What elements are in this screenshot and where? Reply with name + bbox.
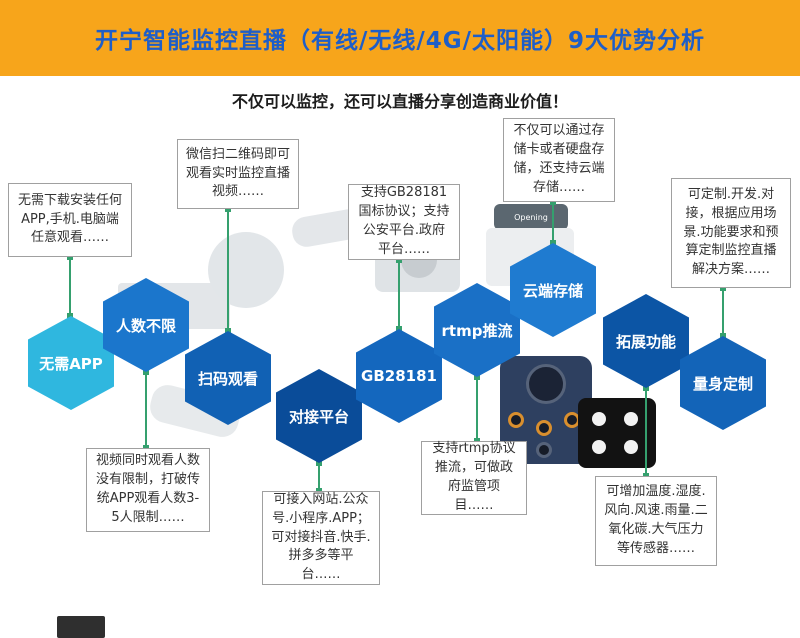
hexagon-label: 无需APP xyxy=(39,354,103,373)
hexagon-label: 人数不限 xyxy=(115,316,176,335)
header-banner: 开宁智能监控直播（有线/无线/4G/太阳能）9大优势分析 xyxy=(0,0,800,76)
connector-gb28181 xyxy=(398,260,400,329)
callout-text: 可接入网站.公众号.小程序.APP；可对接抖音.快手.拼多多等平台…… xyxy=(271,491,371,583)
callout-text: 微信扫二维码即可观看实时监控直播视频…… xyxy=(186,146,291,200)
background-camera-head: Opening xyxy=(494,204,568,230)
callout-gb28181: 支持GB28181国标协议；支持公安平台.政府平台…… xyxy=(348,184,460,260)
hexagon-label: 对接平台 xyxy=(288,407,349,426)
callout-text: 支持rtmp协议推流，可做政府监管项目…… xyxy=(432,441,516,513)
connector-scan-watch xyxy=(227,209,229,331)
connector-cloud-storage xyxy=(552,202,554,243)
page-title: 开宁智能监控直播（有线/无线/4G/太阳能）9大优势分析 xyxy=(94,28,706,54)
callout-text: 可定制.开发.对接，根据应用场景.功能要求和预算定制监控直播解决方案…… xyxy=(683,186,779,278)
hexagon-tailor-made: 量身定制 xyxy=(680,336,766,430)
callout-rtmp-push: 支持rtmp协议推流，可做政府监管项目…… xyxy=(421,441,527,515)
callout-unlimited-viewers: 视频同时观看人数没有限制，打破传统APP观看人数3-5人限制…… xyxy=(86,448,210,532)
connector-viewers xyxy=(145,372,147,448)
background-cube-camera xyxy=(578,398,656,468)
hexagon-label: 拓展功能 xyxy=(615,332,676,351)
hexagon-gb28181: GB28181 xyxy=(356,329,442,423)
callout-text: 无需下载安装任何APP,手机.电脑端任意观看…… xyxy=(17,192,122,246)
callout-text: 视频同时观看人数没有限制，打破传统APP观看人数3-5人限制…… xyxy=(95,453,200,525)
page-subtitle: 不仅可以监控，还可以直播分享创造商业价值！ xyxy=(231,92,568,111)
background-multilens-camera xyxy=(500,356,592,464)
hexagon-label: rtmp推流 xyxy=(441,321,513,340)
hexagon-platform-connect: 对接平台 xyxy=(276,369,362,463)
callout-cloud-storage: 不仅可以通过存储卡或者硬盘存储，还支持云端存储…… xyxy=(503,118,615,202)
hexagon-label: 量身定制 xyxy=(692,374,753,393)
background-dome-camera xyxy=(208,232,284,308)
connector-expand xyxy=(645,388,647,476)
callout-scan-watch: 微信扫二维码即可观看实时监控直播视频…… xyxy=(177,139,299,209)
bottom-left-logo xyxy=(57,616,105,638)
callout-platform-connect: 可接入网站.公众号.小程序.APP；可对接抖音.快手.拼多多等平台…… xyxy=(262,491,380,585)
callout-tailor-made: 可定制.开发.对接，根据应用场景.功能要求和预算定制监控直播解决方案…… xyxy=(671,178,791,288)
callout-text: 支持GB28181国标协议；支持公安平台.政府平台…… xyxy=(358,185,450,257)
hexagon-expand-function: 拓展功能 xyxy=(603,294,689,388)
connector-rtmp xyxy=(476,377,478,441)
callout-text: 不仅可以通过存储卡或者硬盘存储，还支持云端存储…… xyxy=(513,123,605,195)
hexagon-label: GB28181 xyxy=(361,367,437,385)
callout-expand-function: 可增加温度.湿度.风向.风速.雨量.二氧化碳.大气压力等传感器…… xyxy=(595,476,717,566)
brand-watermark: Opening xyxy=(514,212,548,222)
callout-text: 可增加温度.湿度.风向.风速.雨量.二氧化碳.大气压力等传感器…… xyxy=(604,484,708,556)
connector-platform xyxy=(318,463,320,491)
hexagon-label: 扫码观看 xyxy=(197,369,258,388)
hexagon-label: 云端存储 xyxy=(522,281,583,300)
connector-no-app xyxy=(69,257,71,316)
callout-no-app: 无需下载安装任何APP,手机.电脑端任意观看…… xyxy=(8,183,132,257)
connector-custom xyxy=(722,288,724,336)
hexagon-no-app: 无需APP xyxy=(28,316,114,410)
